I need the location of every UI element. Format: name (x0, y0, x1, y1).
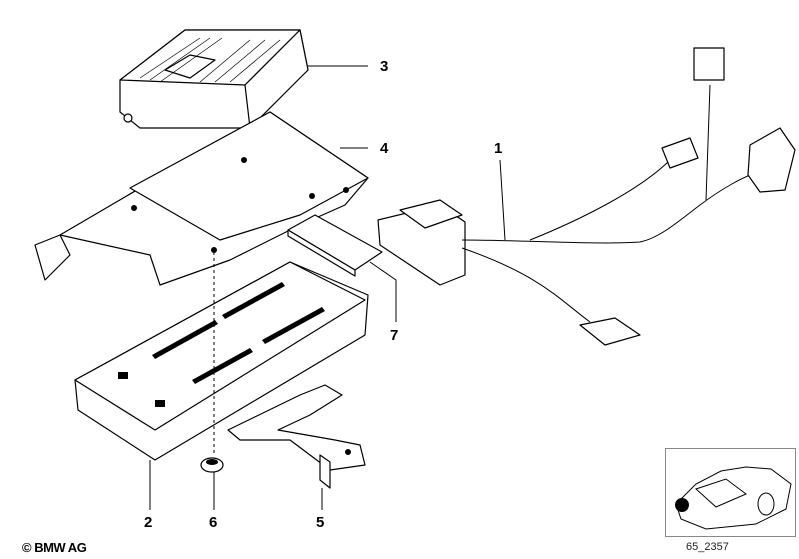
control-unit-3[interactable] (119, 29, 368, 129)
diagram-reference-code: 65_2357 (686, 541, 729, 553)
callout-6[interactable]: 6 (209, 514, 218, 531)
callout-2[interactable]: 2 (144, 514, 153, 531)
vehicle-location-thumbnail (665, 448, 796, 537)
callout-5[interactable]: 5 (316, 514, 325, 531)
car-outline-icon (675, 466, 792, 530)
holder-5[interactable] (227, 384, 366, 510)
pad-7[interactable] (287, 214, 397, 322)
callout-3[interactable]: 3 (380, 58, 389, 75)
copyright-notice: © BMW AG (22, 540, 87, 555)
housing-2[interactable] (74, 261, 369, 510)
callout-7[interactable]: 7 (390, 327, 399, 344)
callout-4[interactable]: 4 (380, 140, 389, 157)
callout-1[interactable]: 1 (494, 140, 503, 157)
bracket-4[interactable] (34, 111, 369, 286)
grommet-6[interactable] (200, 252, 224, 510)
wiring-harness-1[interactable] (377, 47, 796, 346)
